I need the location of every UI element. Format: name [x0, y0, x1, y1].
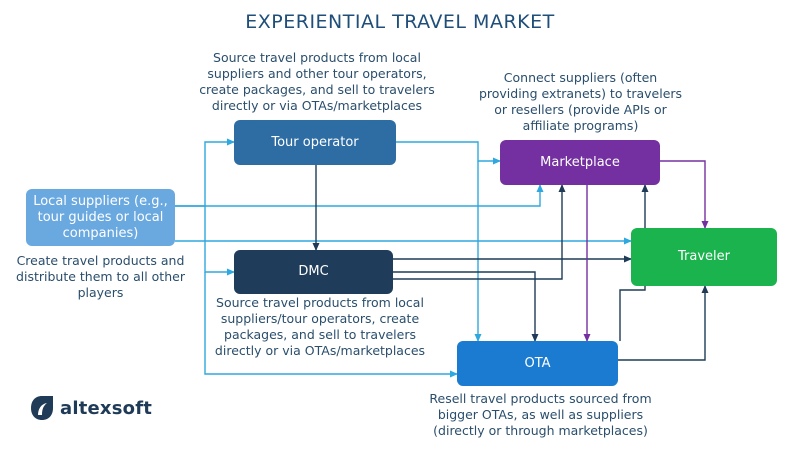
ota-description: Resell travel products sourced from bigg…: [429, 391, 652, 438]
arrow-suppliers-to-tour-operator: [175, 138, 235, 207]
local-suppliers-description: Create travel products and distribute th…: [16, 253, 185, 300]
tour-operator-node: Tour operator: [234, 120, 396, 165]
tour-operator-description: Source travel products from local suppli…: [199, 50, 435, 113]
arrow-dmc-to-marketplace: [393, 184, 566, 280]
arrow-dmc-to-ota: [393, 271, 539, 342]
marketplace-node: Marketplace: [500, 140, 660, 185]
arrow-ota-to-traveler: [618, 285, 709, 361]
arrow-marketplace-to-traveler: [660, 160, 709, 229]
altexsoft-logo-icon: [31, 396, 53, 420]
ota-node: OTA: [457, 341, 618, 386]
dmc-description: Source travel products from local suppli…: [214, 295, 426, 358]
logo-text: altexsoft: [60, 397, 153, 419]
arrow-suppliers-to-ota: [204, 272, 458, 378]
diagram-title: EXPERIENTIAL TRAVEL MARKET: [245, 11, 555, 33]
altexsoft-logo: altexsoft: [30, 395, 152, 421]
dmc-node: DMC: [234, 250, 393, 294]
arrow-tour-operator-to-marketplace: [396, 141, 501, 165]
arrow-suppliers-to-dmc: [204, 206, 235, 276]
local-suppliers-node: Local suppliers (e.g., tour guides or lo…: [26, 189, 175, 246]
marketplace-description: Connect suppliers (often providing extra…: [478, 70, 683, 133]
arrow-suppliers-to-marketplace: [175, 184, 544, 207]
traveler-node: Traveler: [631, 228, 777, 286]
